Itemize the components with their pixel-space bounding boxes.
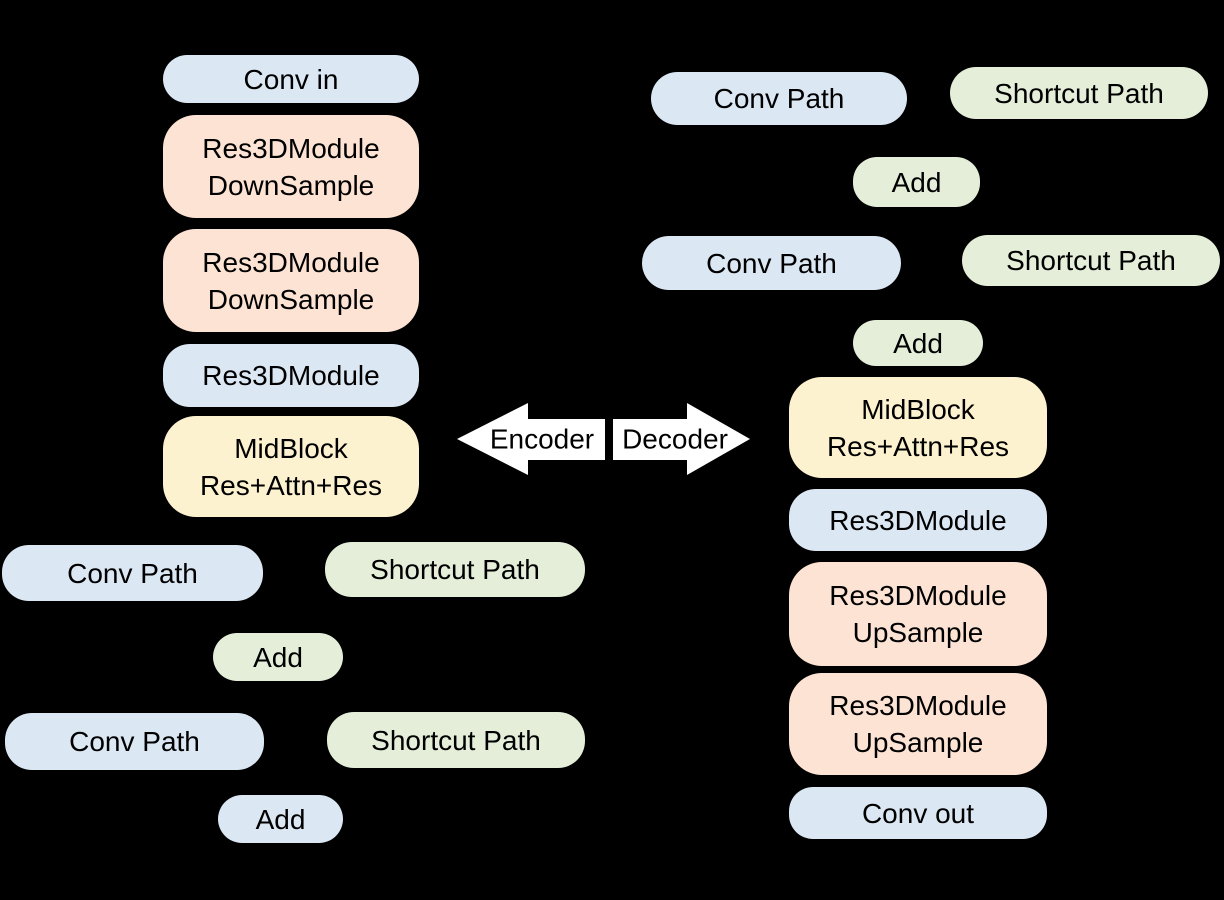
box-label: Conv Path (706, 247, 837, 279)
right-add-2-box: Add (853, 320, 983, 366)
box-label: Add (253, 641, 303, 673)
left-add-1-box: Add (213, 633, 343, 681)
encoder-conv-in-box: Conv in (163, 55, 419, 103)
box-label: Res3DModule (829, 504, 1007, 536)
box-label-line2: UpSample (852, 617, 984, 648)
decoder-res3d-upsample-1-box: Res3DModule UpSample (789, 562, 1047, 666)
left-add-2-box: Add (218, 795, 343, 843)
encoder-decoder-arrows: Encoder Decoder (457, 403, 750, 475)
decoder-arrow-label: Decoder (622, 424, 728, 455)
encoder-midblock-box: MidBlock Res+Attn+Res (163, 416, 419, 517)
box-label: Conv out (861, 797, 975, 829)
left-conv-path-2-box: Conv Path (5, 713, 264, 770)
box-label-line1: Res3DModule (829, 580, 1007, 611)
box-label-line2: Res+Attn+Res (826, 430, 1010, 462)
box-label: Shortcut Path (371, 724, 541, 756)
decoder-conv-out-box: Conv out (789, 787, 1047, 839)
encoder-arrow-label: Encoder (490, 424, 594, 455)
box-label: Conv Path (69, 726, 200, 757)
box-label: Shortcut Path (370, 554, 540, 585)
encoder-res3d-box: Res3DModule (163, 344, 419, 407)
box-label-line2: Res+Attn+Res (199, 469, 383, 501)
box-label: Shortcut Path (1006, 245, 1176, 276)
box-label-line1: Res3DModule (202, 132, 380, 164)
decoder-midblock-box: MidBlock Res+Attn+Res (789, 377, 1047, 478)
decoder-res3d-box: Res3DModule (789, 489, 1047, 551)
box-label: Add (255, 803, 306, 835)
right-conv-path-2-box: Conv Path (642, 236, 901, 290)
box-label-line2: UpSample (852, 727, 984, 758)
box-label: Conv in (243, 63, 339, 95)
right-shortcut-path-1-box: Shortcut Path (950, 67, 1208, 119)
left-conv-path-1-box: Conv Path (2, 545, 263, 601)
left-shortcut-path-2-box: Shortcut Path (327, 712, 585, 768)
left-shortcut-path-1-box: Shortcut Path (325, 542, 585, 597)
box-label-line1: MidBlock (861, 393, 975, 425)
encoder-arrow-icon (457, 403, 605, 475)
box-label-line2: DownSample (207, 169, 375, 201)
box-label-line1: MidBlock (234, 432, 348, 464)
box-label-line1: Res3DModule (829, 690, 1007, 721)
box-label: Conv Path (67, 557, 198, 589)
box-label: Shortcut Path (994, 77, 1164, 109)
encoder-res3d-downsample-2-box: Res3DModule DownSample (163, 229, 419, 332)
right-conv-path-1-box: Conv Path (651, 72, 907, 125)
box-label: Add (893, 327, 943, 359)
encoder-res3d-downsample-1-box: Res3DModule DownSample (163, 115, 419, 218)
right-add-1-box: Add (853, 157, 980, 207)
decoder-res3d-upsample-2-box: Res3DModule UpSample (789, 673, 1047, 775)
box-label: Conv Path (713, 83, 845, 114)
box-label-line2: DownSample (207, 283, 375, 315)
decoder-arrow-icon (613, 403, 750, 475)
box-label-line1: Res3DModule (202, 246, 380, 278)
box-label: Add (891, 166, 942, 198)
right-shortcut-path-2-box: Shortcut Path (962, 235, 1220, 286)
box-label: Res3DModule (202, 360, 380, 391)
